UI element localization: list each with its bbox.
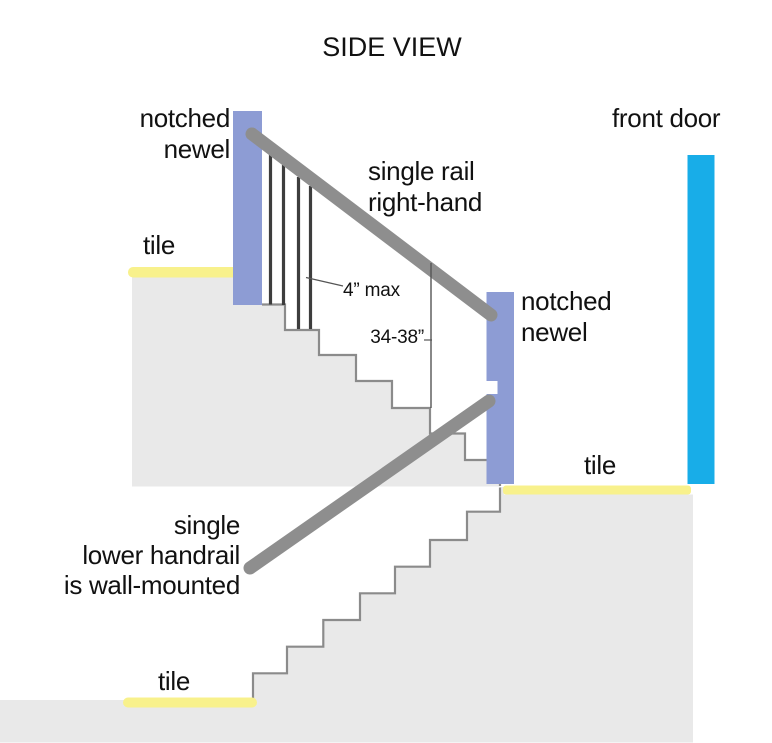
tile-strip-upper bbox=[128, 267, 247, 278]
label-front-door: front door bbox=[612, 103, 721, 133]
label-lower-notched-newel: notched newel bbox=[521, 286, 612, 347]
label-lower-handrail: single lower handrail is wall-mounted bbox=[63, 510, 240, 600]
upper-stair-outline bbox=[262, 303, 502, 486]
upper-floor-and-stairs bbox=[132, 277, 500, 487]
dimension-text-34-38: 34-38” bbox=[370, 327, 424, 348]
diagram-title: SIDE VIEW bbox=[322, 32, 462, 62]
lower-stairs-and-floor bbox=[0, 487, 693, 743]
dimension-text-4in-max: 4” max bbox=[343, 280, 400, 301]
handrail-upper bbox=[245, 127, 498, 322]
lower-stair-outline bbox=[251, 487, 502, 699]
tile-strip-bottom bbox=[123, 697, 257, 708]
label-upper-notched-newel: notched newel bbox=[139, 103, 231, 164]
front-door-panel bbox=[687, 155, 715, 484]
label-tile-bottom: tile bbox=[158, 666, 191, 696]
label-single-rail-right-hand: single rail right-hand bbox=[368, 156, 483, 217]
handrail-lower bbox=[243, 394, 496, 575]
leader-line-4in-max bbox=[305, 276, 344, 287]
newel-notch bbox=[486, 381, 498, 394]
label-tile-landing: tile bbox=[584, 450, 617, 480]
label-tile-upper: tile bbox=[143, 230, 176, 260]
tile-strip-landing bbox=[503, 485, 691, 495]
